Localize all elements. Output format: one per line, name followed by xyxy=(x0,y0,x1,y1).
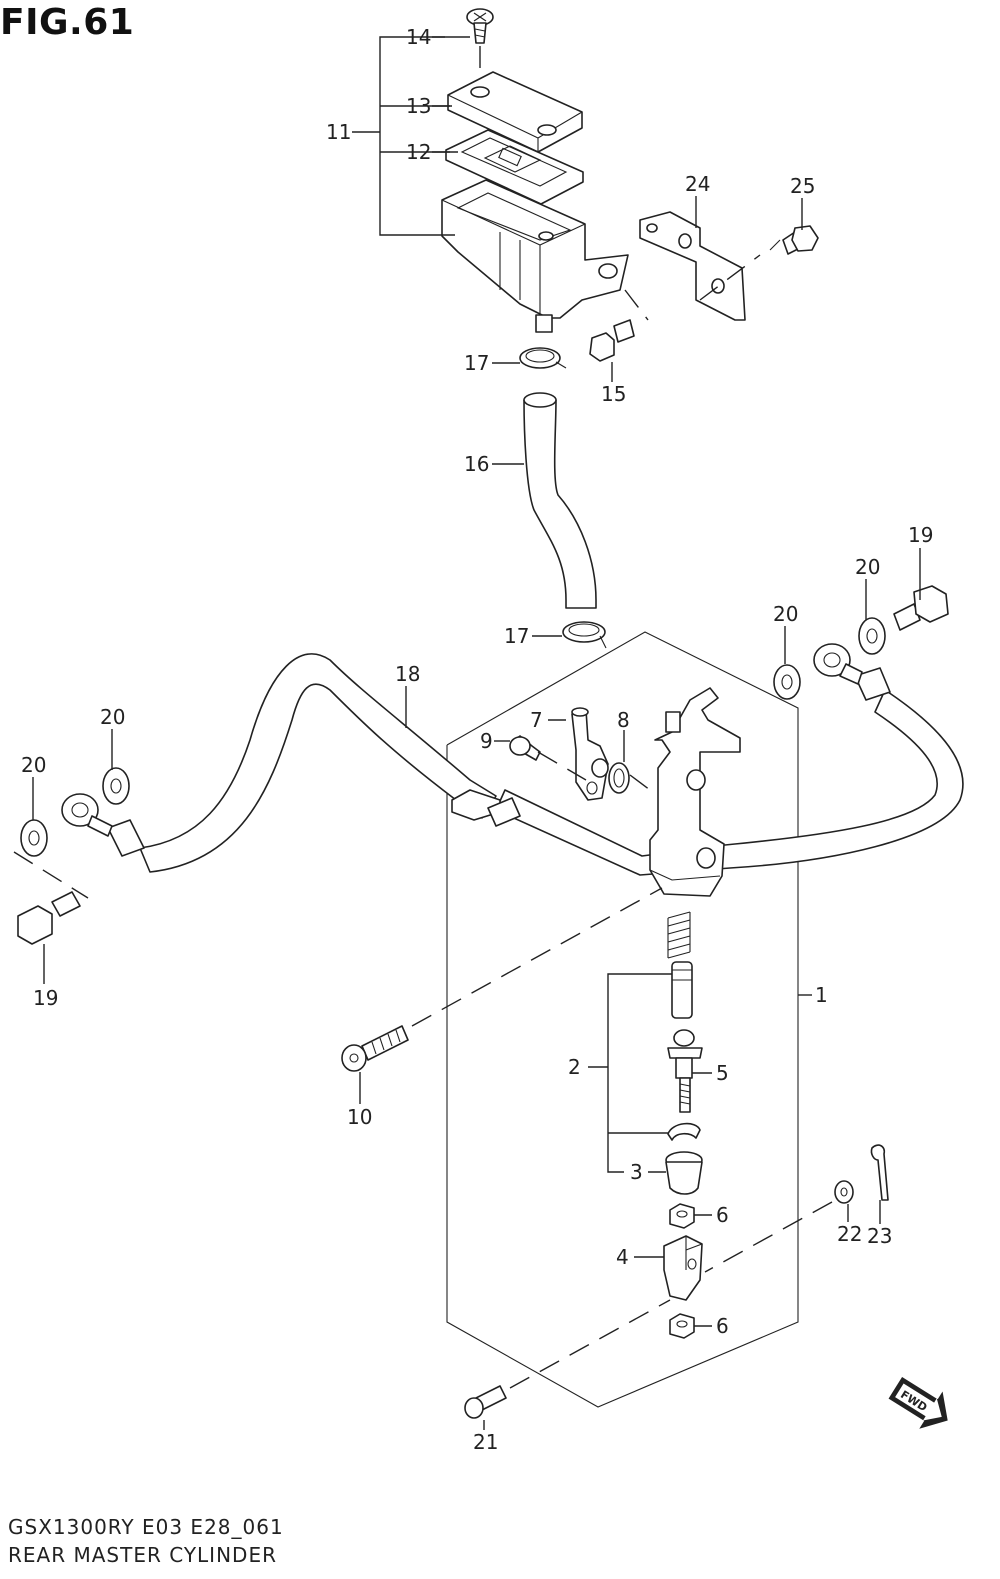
callout-9: 9 xyxy=(480,729,493,753)
clevis-part-4 xyxy=(663,1235,703,1301)
right-banjo-fitting xyxy=(813,643,863,685)
callout-labels: 14 13 11 12 24 25 17 15 16 19 20 20 17 1… xyxy=(21,25,933,1454)
bolt-part-25 xyxy=(782,225,819,255)
reservoir-hose-part-16 xyxy=(523,392,597,609)
callout-19-right: 19 xyxy=(908,523,933,547)
clevis-pin-part-21 xyxy=(464,1385,507,1419)
boot-part-3 xyxy=(665,1151,703,1195)
callout-16: 16 xyxy=(464,452,489,476)
reservoir-screw-part-14 xyxy=(466,8,494,44)
washer-part-22 xyxy=(834,1180,854,1204)
callout-7: 7 xyxy=(530,708,543,732)
callout-17-lower: 17 xyxy=(504,624,529,648)
figure-title: FIG.61 xyxy=(0,2,135,43)
callout-24: 24 xyxy=(685,172,710,196)
nut-part-6-upper xyxy=(669,1203,695,1229)
callout-5: 5 xyxy=(716,1061,729,1085)
callout-11: 11 xyxy=(326,120,351,144)
left-banjo-fitting xyxy=(61,793,113,837)
callout-20-right-inner: 20 xyxy=(773,602,798,626)
washer-part-20-left-inner xyxy=(102,767,130,805)
piston-part-2 xyxy=(671,961,693,1019)
hose-clamp-part-17-upper xyxy=(519,347,567,369)
spring xyxy=(667,911,691,959)
washer-part-20-left-outer xyxy=(20,819,48,857)
callout-6-lower: 6 xyxy=(716,1314,729,1338)
push-rod-part-5 xyxy=(667,1029,703,1113)
nut-part-6-lower xyxy=(669,1313,695,1339)
cotter-pin-part-23 xyxy=(870,1144,889,1201)
callout-4: 4 xyxy=(616,1245,629,1269)
union-bolt-part-19-left xyxy=(17,891,81,945)
circlip xyxy=(667,1122,701,1141)
callout-23: 23 xyxy=(867,1224,892,1248)
callout-1: 1 xyxy=(815,983,828,1007)
union-bolt-part-19-right xyxy=(893,585,949,631)
leader-lines xyxy=(32,36,921,1430)
callout-15: 15 xyxy=(601,382,626,406)
reservoir-cap-part-13 xyxy=(447,71,583,153)
fwd-arrow-badge: FWD xyxy=(888,1377,948,1429)
inlet-fitting-part-7 xyxy=(571,707,609,801)
brake-hose-part-18 xyxy=(107,653,964,876)
bolt-part-15 xyxy=(589,319,635,362)
callout-20-left-inner: 20 xyxy=(100,705,125,729)
callout-13: 13 xyxy=(406,94,431,118)
bracket-part-24 xyxy=(639,211,746,321)
figure-description: REAR MASTER CYLINDER xyxy=(8,1543,277,1567)
master-cylinder-body xyxy=(649,687,741,897)
callout-8: 8 xyxy=(617,708,630,732)
callout-2: 2 xyxy=(568,1055,581,1079)
callout-17-upper: 17 xyxy=(464,351,489,375)
callout-10: 10 xyxy=(347,1105,372,1129)
callout-18: 18 xyxy=(395,662,420,686)
callout-25: 25 xyxy=(790,174,815,198)
callout-19-left: 19 xyxy=(33,986,58,1010)
screw-part-9 xyxy=(509,735,541,761)
callout-3: 3 xyxy=(630,1160,643,1184)
assembly-outline-1 xyxy=(446,631,799,1408)
mounting-bolt-part-10 xyxy=(341,1025,409,1072)
callout-12: 12 xyxy=(406,140,431,164)
o-ring-part-8 xyxy=(608,762,630,794)
reservoir-body-part-11 xyxy=(441,179,629,333)
callout-14: 14 xyxy=(406,25,431,49)
callout-6-upper: 6 xyxy=(716,1203,729,1227)
callout-20-right-outer: 20 xyxy=(855,555,880,579)
callout-21: 21 xyxy=(473,1430,498,1454)
callout-22: 22 xyxy=(837,1222,862,1246)
washer-part-20-right-outer xyxy=(858,617,886,655)
washer-part-20-right-inner xyxy=(773,664,801,700)
model-code: GSX1300RY E03 E28_061 xyxy=(8,1515,284,1539)
hose-clamp-part-17-lower xyxy=(562,621,607,649)
diaphragm-plate-part-12 xyxy=(445,129,584,205)
callout-20-left-outer: 20 xyxy=(21,753,46,777)
